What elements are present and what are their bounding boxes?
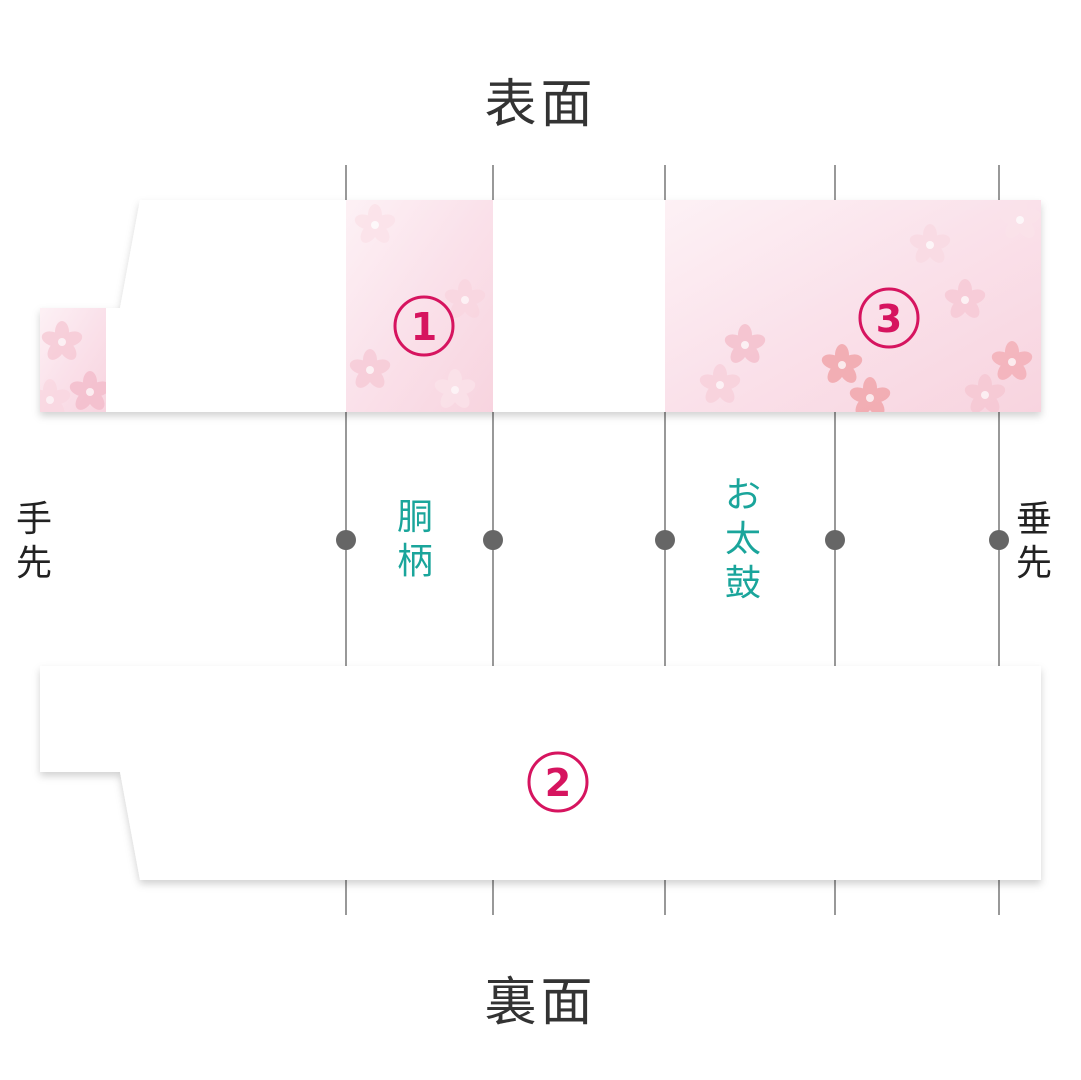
back-obi-shape [40, 666, 1041, 880]
tesaki-label: 手 先 [16, 499, 53, 584]
badge-1: 1 [393, 295, 455, 357]
marker-dot [655, 530, 675, 550]
badge-3: 3 [858, 287, 920, 349]
tesaki-pattern-area [40, 308, 106, 412]
section-markers [336, 530, 1009, 550]
dou-pattern-area [346, 200, 493, 412]
back-side-title: 裏面 [484, 973, 597, 1033]
front-side-title: 表面 [484, 75, 597, 135]
dou-pattern-label: 胴 柄 [397, 497, 434, 582]
taiko-label: お 太 鼓 [725, 475, 762, 604]
marker-dot [483, 530, 503, 550]
tare-label: 垂 先 [1016, 499, 1053, 584]
marker-dot [989, 530, 1009, 550]
badge-2: 2 [527, 751, 589, 813]
taiko-pattern-area [665, 200, 1041, 412]
marker-dot [825, 530, 845, 550]
svg-text:1: 1 [411, 305, 437, 349]
svg-text:3: 3 [876, 297, 902, 341]
svg-text:2: 2 [545, 761, 571, 805]
marker-dot [336, 530, 356, 550]
